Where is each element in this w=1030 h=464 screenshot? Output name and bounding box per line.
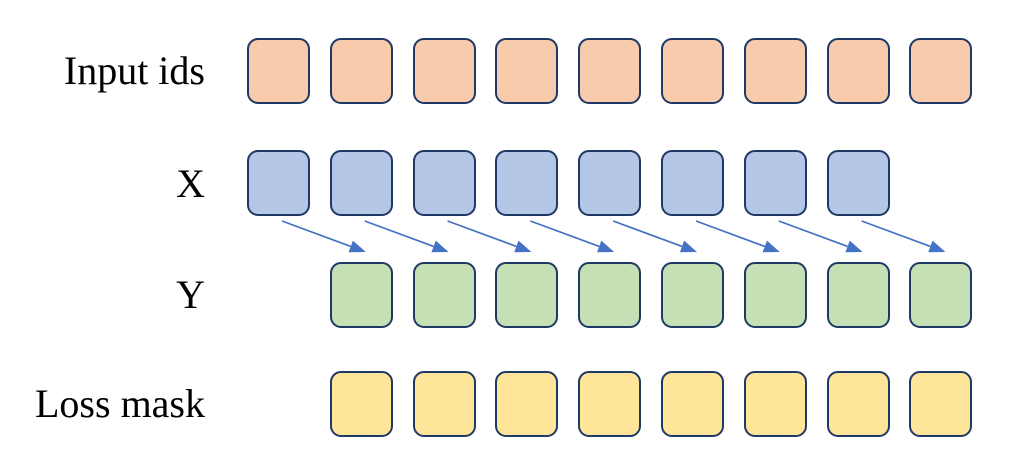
input-ids-box: [661, 38, 724, 104]
loss-mask-box: [909, 371, 973, 437]
input-ids-box: [247, 38, 310, 104]
input-ids-box: [909, 38, 973, 104]
y-box: [909, 262, 973, 328]
input-ids-box: [329, 38, 393, 104]
x-box: [247, 150, 310, 216]
loss-mask-box: [329, 371, 393, 437]
x-box: [661, 150, 724, 216]
row-label-loss-mask: Loss mask: [35, 381, 205, 426]
shift-arrow: [447, 220, 532, 253]
shift-arrow: [612, 220, 697, 253]
y-box: [578, 262, 642, 328]
row-label-y: Y: [176, 272, 205, 317]
y-box: [826, 262, 890, 328]
loss-mask-box: [826, 371, 890, 437]
loss-mask-box: [412, 371, 476, 437]
shift-arrow: [281, 220, 366, 253]
y-box: [329, 262, 393, 328]
y-box: [743, 262, 807, 328]
input-ids-box: [826, 38, 890, 104]
loss-mask-box: [578, 371, 642, 437]
row-label-x: X: [176, 161, 205, 206]
x-box: [329, 150, 393, 216]
shift-arrow: [530, 220, 615, 253]
loss-mask-box: [495, 371, 559, 437]
x-box: [578, 150, 642, 216]
shift-arrow: [861, 220, 946, 253]
y-box: [412, 262, 476, 328]
row-label-input-ids: Input ids: [63, 48, 205, 93]
x-box: [412, 150, 476, 216]
shift-arrow: [695, 220, 780, 253]
input-ids-box: [412, 38, 476, 104]
loss-mask-box: [661, 371, 724, 437]
shift-arrow: [778, 220, 863, 253]
x-box: [826, 150, 890, 216]
shift-arrow: [364, 220, 449, 253]
x-box: [495, 150, 559, 216]
y-box: [661, 262, 724, 328]
x-box: [743, 150, 807, 216]
loss-mask-box: [743, 371, 807, 437]
y-box: [495, 262, 559, 328]
input-ids-box: [495, 38, 559, 104]
input-ids-box: [578, 38, 642, 104]
input-ids-box: [743, 38, 807, 104]
